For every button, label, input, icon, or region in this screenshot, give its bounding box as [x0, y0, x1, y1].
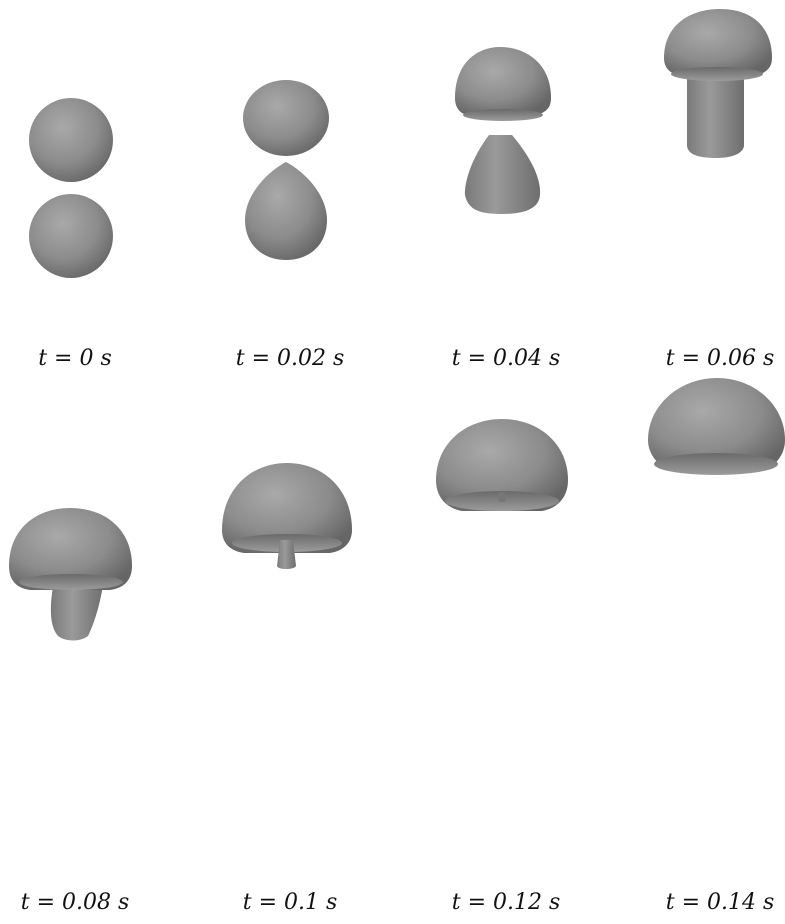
cap-rim	[463, 109, 543, 121]
caption-panel-8: t = 0.14 s	[630, 890, 785, 915]
teardrop-droplet	[245, 162, 327, 260]
stem-stub	[498, 492, 506, 502]
panel-t014-shape	[648, 378, 785, 475]
stem	[687, 78, 744, 158]
cap-rim	[671, 67, 763, 81]
upper-droplet	[29, 98, 113, 182]
caption-panel-6: t = 0.1 s	[200, 890, 380, 915]
panel-t008-shape	[9, 508, 132, 641]
caption-panel-4: t = 0.06 s	[630, 346, 785, 371]
upper-droplet	[243, 80, 329, 156]
caption-panel-2: t = 0.02 s	[200, 346, 380, 371]
cap-rim	[654, 453, 778, 475]
panel-t004-shape	[455, 47, 551, 214]
caption-panel-1: t = 0 s	[0, 346, 165, 371]
panel-t0-shape	[29, 98, 113, 278]
cap	[664, 9, 772, 76]
stem	[277, 540, 296, 569]
panel-t01-shape	[222, 463, 352, 569]
stem	[465, 135, 540, 214]
caption-panel-5: t = 0.08 s	[0, 890, 165, 915]
caption-panel-7: t = 0.12 s	[416, 890, 596, 915]
panel-t012-shape	[436, 419, 568, 511]
panel-t006-shape	[664, 9, 772, 158]
caption-panel-3: t = 0.04 s	[416, 346, 596, 371]
panel-t002-shape	[243, 80, 329, 260]
cap	[455, 47, 551, 116]
lower-droplet	[29, 194, 113, 278]
cap-rim	[19, 574, 123, 590]
